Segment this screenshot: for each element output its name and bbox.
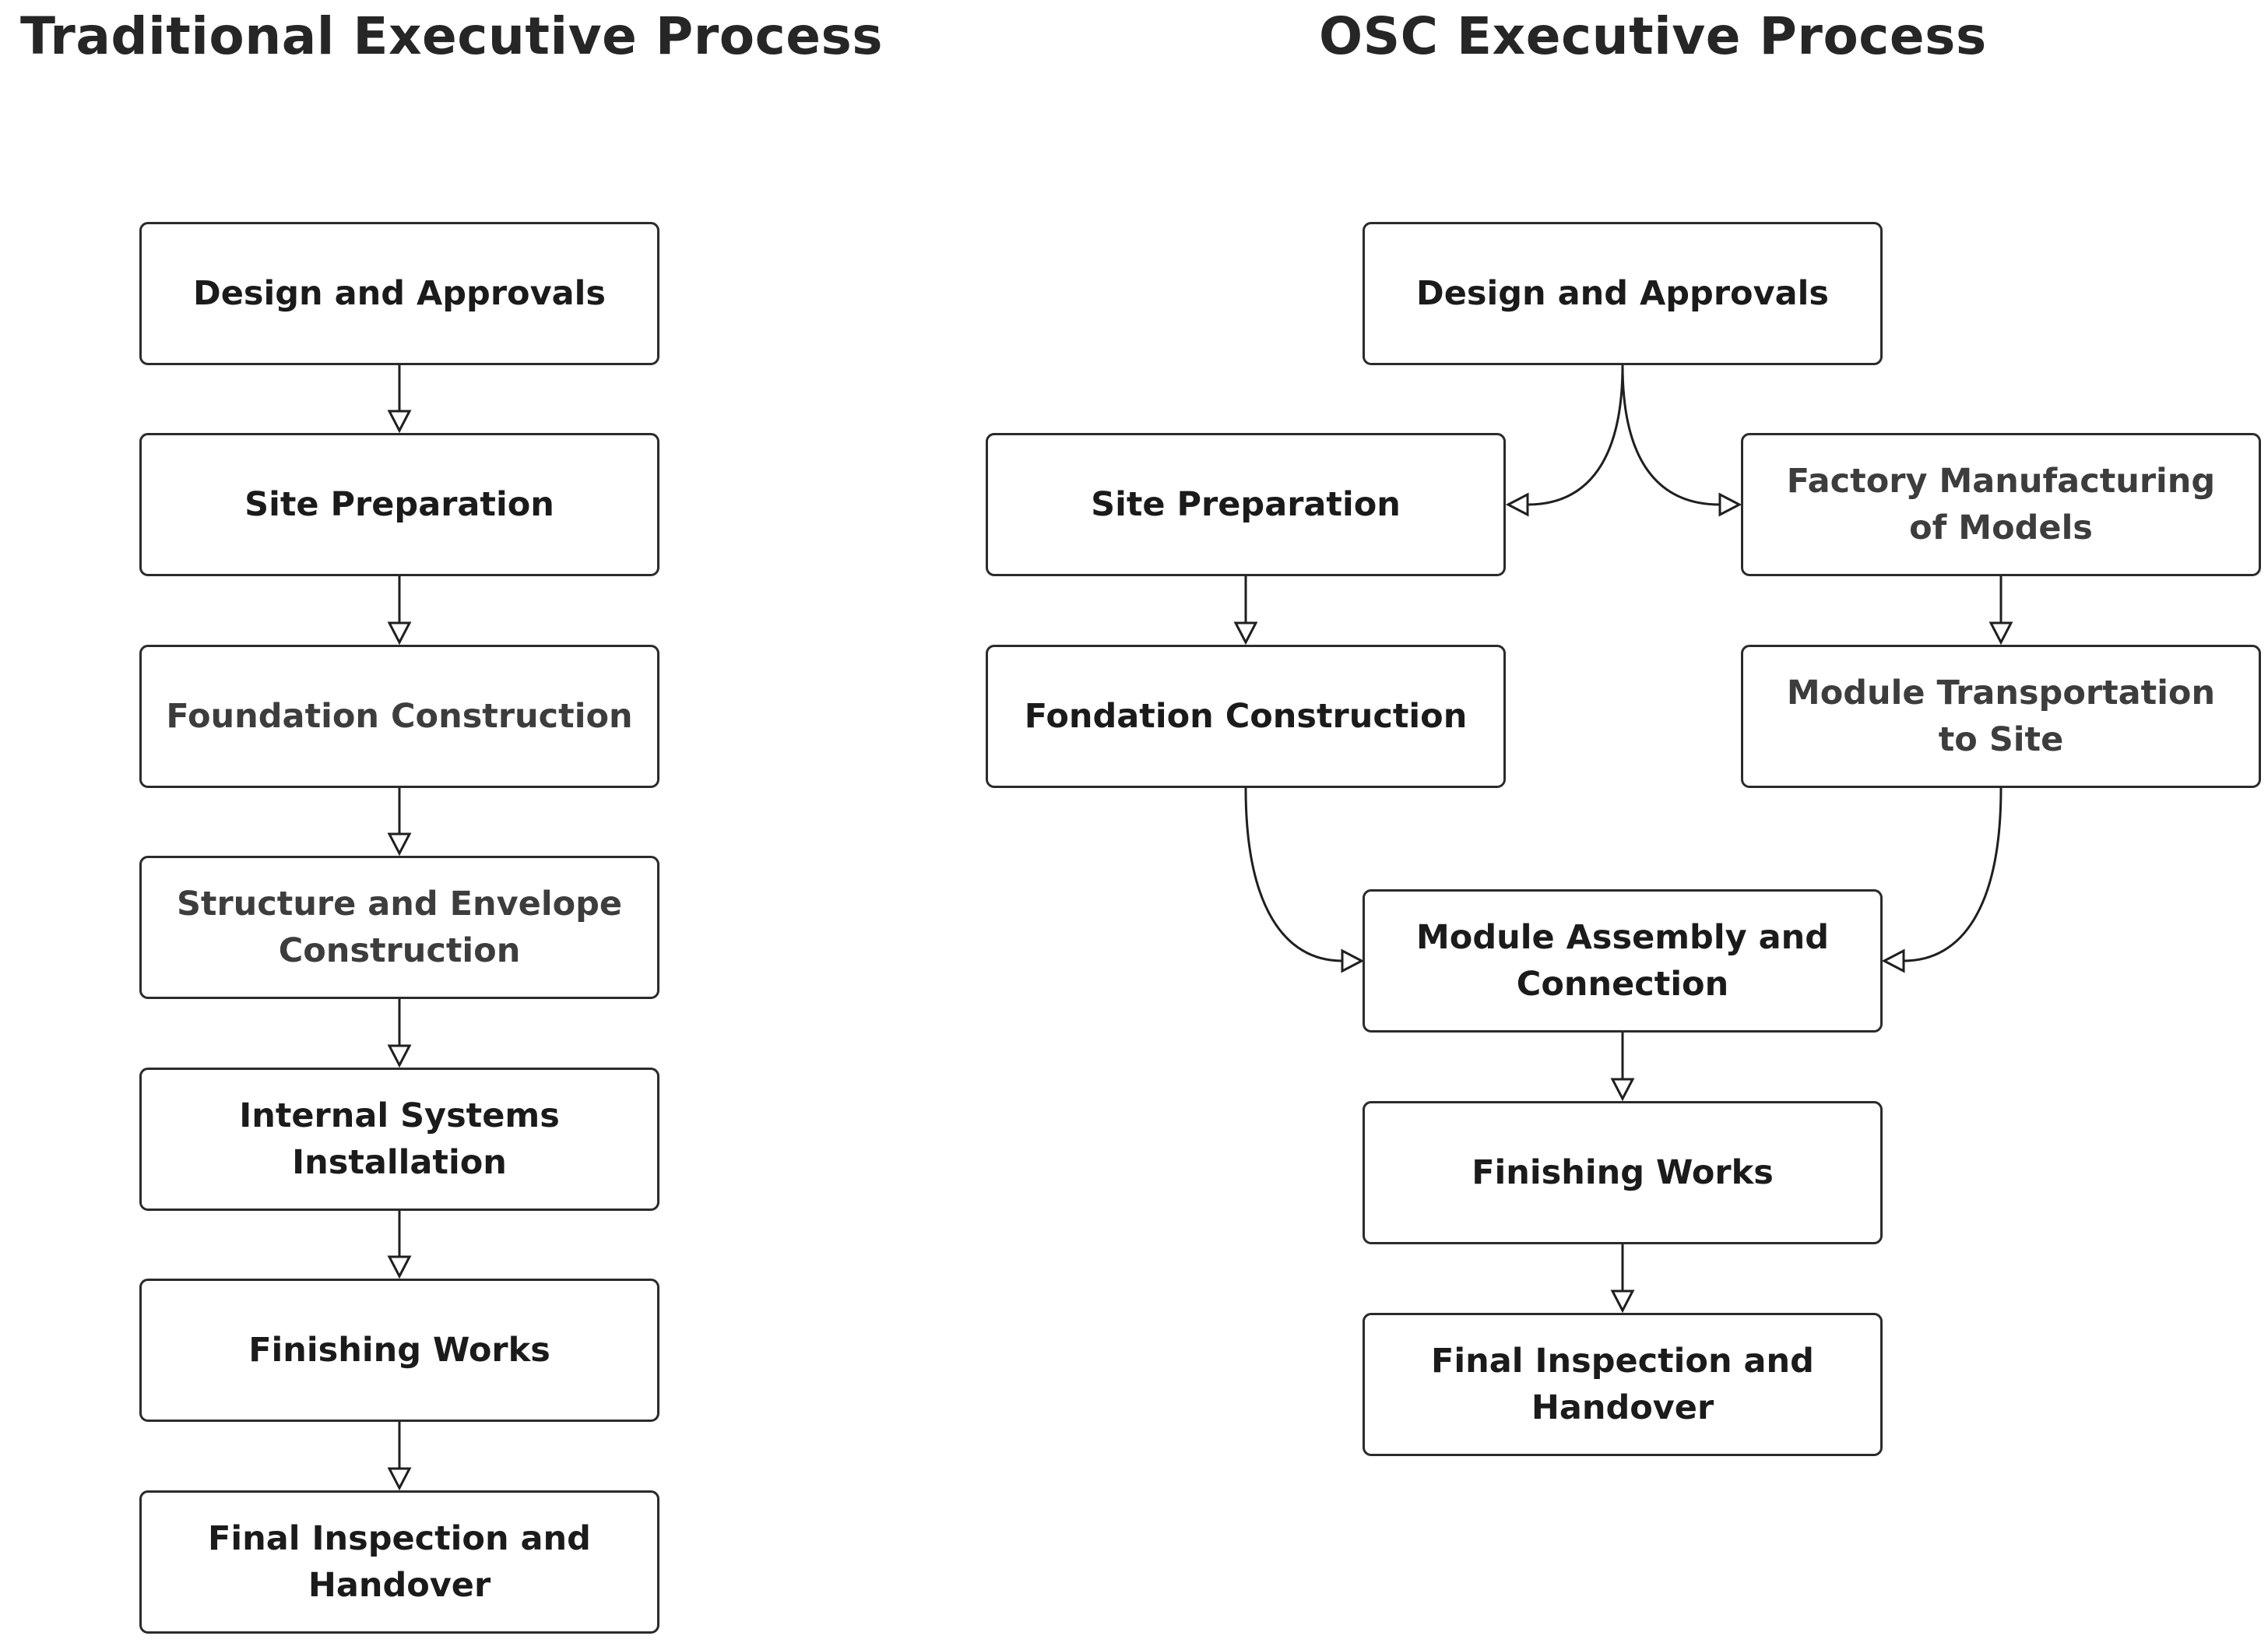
- trad-step-label: Final Inspection and Handover: [208, 1518, 591, 1605]
- osc-step-site-preparation: Site Preparation: [986, 433, 1506, 576]
- trad-step-site-preparation: Site Preparation: [139, 433, 659, 576]
- arrowhead-osc-site-foundation: [1233, 621, 1258, 646]
- trad-step-label: Structure and Envelope Construction: [176, 884, 623, 970]
- arrowhead-osc-finishing-final: [1610, 1289, 1635, 1314]
- osc-process-title: OSC Executive Process: [1319, 6, 1987, 66]
- traditional-connectors: [387, 365, 412, 1491]
- arrowhead-osc-assembly-finishing: [1610, 1078, 1635, 1102]
- trad-step-label: Foundation Construction: [166, 696, 633, 736]
- osc-step-foundation-construction: Fondation Construction: [986, 645, 1506, 788]
- osc-step-finishing-works: Finishing Works: [1363, 1101, 1883, 1244]
- arrowhead-trad-6-7: [387, 1467, 412, 1491]
- trad-step-structure-and-envelope: Structure and Envelope Construction: [139, 856, 659, 999]
- arrowhead-trad-1-2: [387, 410, 412, 434]
- osc-step-label: Final Inspection and Handover: [1431, 1341, 1814, 1427]
- arrowhead-osc-transport-assembly: [1881, 948, 1905, 973]
- osc-step-label: Module Transportation to Site: [1786, 673, 2216, 759]
- trad-step-design-and-approvals: Design and Approvals: [139, 222, 659, 365]
- osc-connectors: [1233, 364, 2013, 1314]
- osc-step-factory-manufacturing: Factory Manufacturing of Models: [1741, 433, 2261, 576]
- connector-osc-foundation-assembly: [1244, 787, 1343, 962]
- arrowhead-trad-3-4: [387, 832, 412, 857]
- osc-step-final-inspection: Final Inspection and Handover: [1363, 1313, 1883, 1456]
- trad-step-final-inspection: Final Inspection and Handover: [139, 1490, 659, 1634]
- trad-step-label: Internal Systems Installation: [239, 1096, 560, 1182]
- trad-step-label: Design and Approvals: [193, 273, 606, 313]
- trad-step-foundation-construction: Foundation Construction: [139, 645, 659, 788]
- osc-step-label: Factory Manufacturing of Models: [1786, 461, 2216, 547]
- osc-step-label: Site Preparation: [1091, 484, 1401, 524]
- trad-step-finishing-works: Finishing Works: [139, 1279, 659, 1422]
- arrowhead-trad-5-6: [387, 1255, 412, 1279]
- arrowhead-trad-2-3: [387, 621, 412, 646]
- osc-step-module-transportation: Module Transportation to Site: [1741, 645, 2261, 788]
- connector-osc-transport-assembly: [1903, 787, 2003, 962]
- connector-osc-design-site: [1527, 364, 1624, 506]
- trad-step-label: Site Preparation: [244, 484, 554, 524]
- osc-step-label: Design and Approvals: [1416, 273, 1829, 313]
- osc-step-label: Finishing Works: [1472, 1152, 1774, 1192]
- trad-step-internal-systems: Internal Systems Installation: [139, 1068, 659, 1211]
- arrowhead-osc-foundation-assembly: [1341, 948, 1365, 973]
- arrowhead-osc-factory-transport: [1988, 621, 2013, 646]
- traditional-process-title: Traditional Executive Process: [20, 6, 884, 66]
- osc-step-label: Fondation Construction: [1024, 696, 1468, 736]
- osc-step-label: Module Assembly and Connection: [1416, 917, 1829, 1004]
- trad-step-label: Finishing Works: [248, 1330, 550, 1370]
- arrowhead-trad-4-5: [387, 1044, 412, 1068]
- osc-step-design-and-approvals: Design and Approvals: [1363, 222, 1883, 365]
- arrowhead-osc-design-factory: [1718, 492, 1742, 517]
- osc-step-module-assembly: Module Assembly and Connection: [1363, 889, 1883, 1033]
- connector-osc-design-factory: [1621, 364, 1721, 506]
- arrowhead-osc-design-site: [1505, 492, 1529, 517]
